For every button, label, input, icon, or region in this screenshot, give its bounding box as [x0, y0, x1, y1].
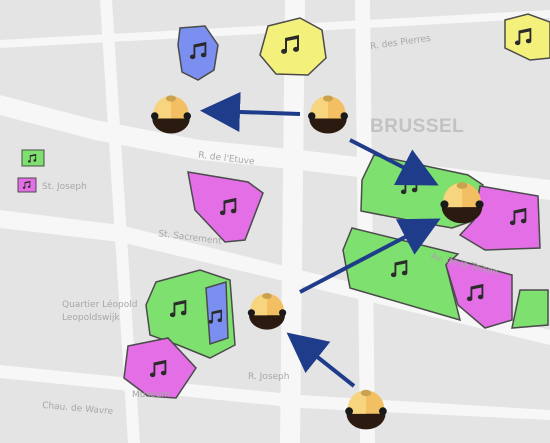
legend — [17, 149, 45, 193]
street-label: R. Joseph — [248, 372, 290, 382]
street-label: Museum — [132, 390, 171, 400]
zone-green-right-edge — [511, 289, 549, 329]
street-label: Quartier Léopold — [62, 300, 138, 310]
movement-arrows — [200, 91, 441, 388]
zone-blue-top — [177, 25, 219, 81]
legend-green-swatch — [21, 149, 45, 167]
zone-yellow-top — [259, 17, 327, 76]
arrow-bottom — [286, 332, 356, 388]
zone-magenta-right-lower — [445, 257, 513, 329]
city-label: BRUSSEL — [370, 116, 465, 137]
street-label: St. Joseph — [42, 182, 87, 192]
arrow-top — [200, 91, 301, 132]
zone-yellow-top-right — [504, 13, 550, 61]
zone-magenta-center — [187, 171, 264, 243]
zone-magenta-left-lower — [123, 337, 197, 399]
arrow-upper-right — [349, 138, 439, 186]
music-zones — [123, 13, 550, 399]
legend-magenta-swatch — [17, 177, 37, 193]
street-label: Leopoldswijk — [62, 313, 120, 323]
arrow-center-right — [299, 218, 441, 294]
